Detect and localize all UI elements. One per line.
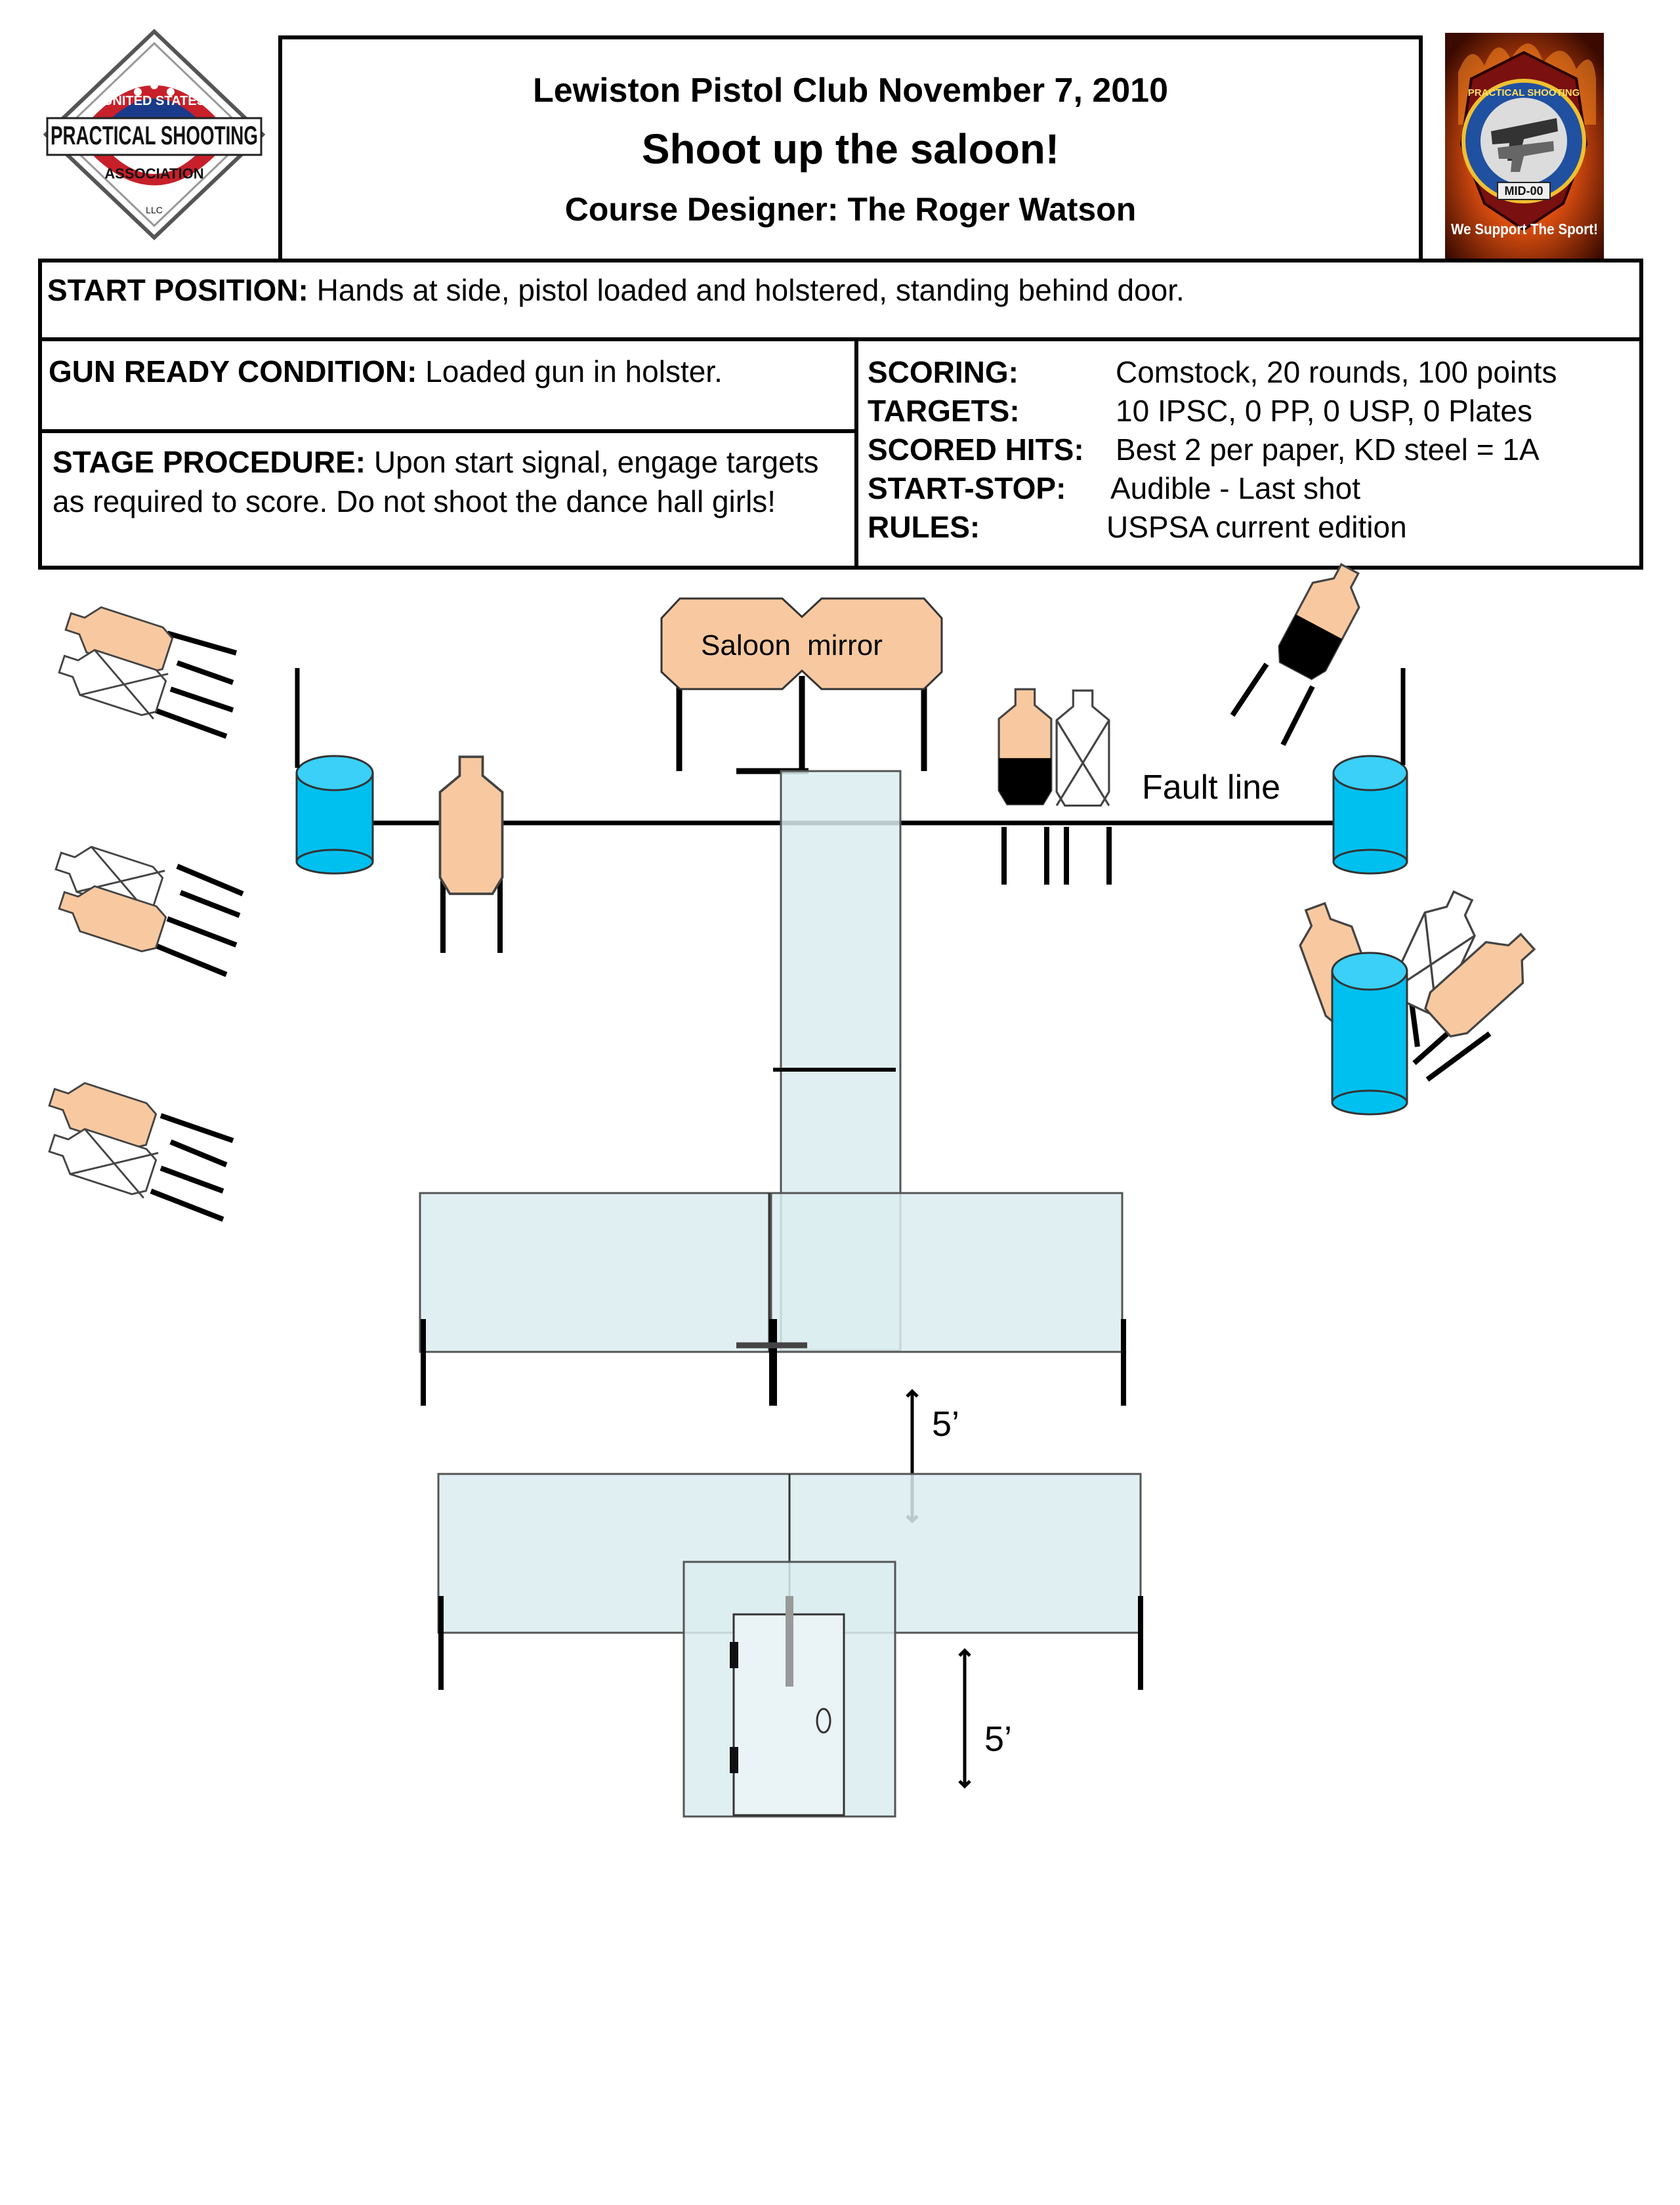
target-group-left-3 (43, 1074, 234, 1222)
uspsa-logo-line3: ASSOCIATION (104, 165, 203, 182)
start-stop-value: Audible - Last shot (1110, 471, 1361, 505)
start-stop-row: START-STOP: Audible - Last shot (868, 469, 1635, 508)
barrel-right-lower (1331, 952, 1408, 1116)
club-badge-logo: PRACTICAL SHOOTING MID-00 We Support The… (1445, 33, 1604, 260)
stage-procedure-text: STAGE PROCEDURE: Upon start signal, enga… (52, 442, 847, 521)
barrel-right (1332, 755, 1408, 875)
stage-procedure-value: Upon start signal, engage targets as req… (52, 445, 819, 518)
uspsa-logo-line4: LLC (146, 205, 163, 215)
dimension-label-lower: 5’ (984, 1719, 1012, 1759)
wall-upper-left (419, 1192, 772, 1353)
club-badge-slogan: We Support The Sport! (1451, 220, 1598, 238)
targets-value: 10 IPSC, 0 PP, 0 USP, 0 Plates (1116, 394, 1533, 428)
start-stop-key: START-STOP: (868, 471, 1066, 505)
gun-ready-value: Loaded gun in holster. (417, 354, 723, 388)
uspsa-logo-line2: PRACTICAL SHOOTING (51, 121, 258, 150)
header-box: Lewiston Pistol Club November 7, 2010 Sh… (278, 35, 1423, 265)
club-line: Lewiston Pistol Club November 7, 2010 (532, 72, 1169, 110)
gun-ready-text: GUN READY CONDITION: Loaded gun in holst… (49, 352, 723, 391)
target-no-shoot (1055, 689, 1110, 807)
stage-procedure-box: STAGE PROCEDURE: Upon start signal, enga… (38, 429, 858, 570)
barrel-left (295, 755, 374, 875)
gun-ready-label: GUN READY CONDITION: (49, 354, 417, 388)
scoring-value: Comstock, 20 rounds, 100 points (1116, 355, 1557, 389)
start-position-label: START POSITION: (47, 273, 308, 307)
start-position-text: START POSITION: Hands at side, pistol lo… (47, 270, 1185, 310)
door-knob (816, 1708, 831, 1734)
scored-hits-key: SCORED HITS: (868, 432, 1084, 467)
target-shoot-angled (1271, 555, 1374, 684)
scoring-box: SCORING: Comstock, 20 rounds, 100 points… (854, 337, 1643, 570)
stage-procedure-label: STAGE PROCEDURE: (52, 445, 366, 479)
club-badge-id: MID-00 (1504, 184, 1543, 198)
scoring-key: SCORING: (868, 355, 1018, 389)
mirror-label-right: mirror (807, 629, 883, 662)
club-badge-ring-text: PRACTICAL SHOOTING (1468, 87, 1580, 98)
dimension-label-upper: 5’ (932, 1404, 959, 1444)
scored-hits-value: Best 2 per paper, KD steel = 1A (1116, 432, 1540, 467)
stage-title: Shoot up the saloon! (641, 125, 1060, 173)
target-shoot (438, 755, 504, 895)
rules-row: RULES: USPSA current edition (868, 508, 1635, 547)
fault-line-label: Fault line (1142, 768, 1280, 807)
targets-row: TARGETS: 10 IPSC, 0 PP, 0 USP, 0 Plates (868, 392, 1635, 430)
target-group-left-1 (53, 598, 238, 739)
designer-line: Course Designer: The Roger Watson (564, 191, 1137, 228)
wall-upper-right (770, 1192, 1124, 1353)
gun-ready-box: GUN READY CONDITION: Loaded gun in holst… (38, 337, 858, 433)
uspsa-logo-line1: UNITED STATES (103, 94, 205, 108)
scored-hits-row: SCORED HITS: Best 2 per paper, KD steel … (868, 430, 1635, 469)
scoring-row: SCORING: Comstock, 20 rounds, 100 points (868, 353, 1635, 392)
targets-key: TARGETS: (868, 394, 1020, 428)
start-position-value: Hands at side, pistol loaded and holster… (308, 273, 1185, 307)
uspsa-logo: UNITED STATES PRACTICAL SHOOTING ASSOCIA… (39, 26, 269, 243)
saloon-mirror (660, 597, 943, 690)
target-group-left-2 (50, 837, 244, 977)
rules-value: USPSA current edition (1106, 510, 1407, 544)
target-shoot-hard-cover (998, 688, 1053, 806)
mirror-label-left: Saloon (701, 629, 791, 662)
rules-key: RULES: (868, 510, 980, 544)
